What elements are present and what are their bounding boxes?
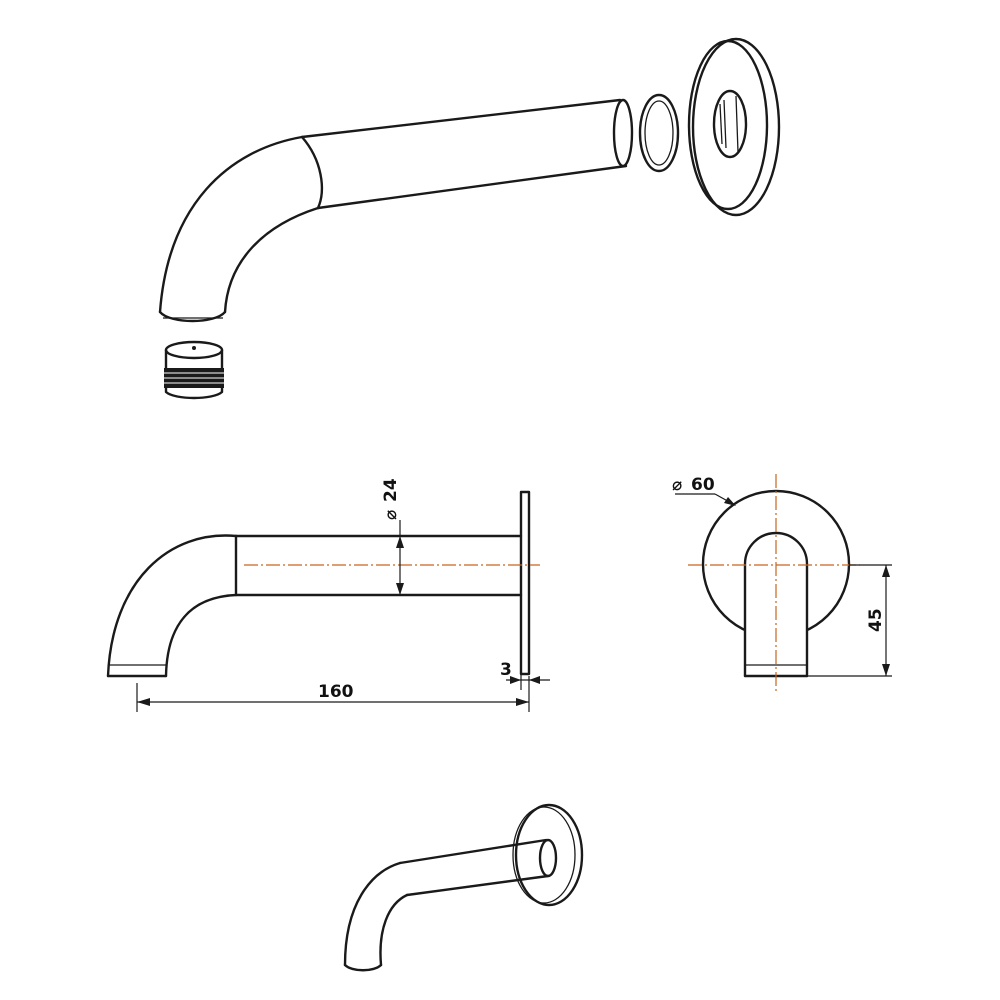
front-view: 45 ⌀ 60 xyxy=(672,474,892,692)
pipe-diameter-symbol: ⌀ xyxy=(381,510,401,520)
flange-thickness-label: 3 xyxy=(500,660,512,680)
flange-plate xyxy=(519,490,531,676)
perspective-flange xyxy=(512,803,584,907)
perspective-view xyxy=(343,803,584,972)
outlet-height-label: 45 xyxy=(866,608,886,632)
aerator xyxy=(164,340,224,400)
spout-body xyxy=(158,98,634,323)
spout-length-label: 160 xyxy=(318,682,354,702)
perspective-spout xyxy=(343,838,558,972)
wall-flange xyxy=(687,37,781,217)
pipe-diameter-label: 24 xyxy=(381,478,401,502)
o-ring xyxy=(638,93,680,173)
side-view: ⌀ 24 160 3 xyxy=(106,478,550,712)
exploded-view xyxy=(158,37,781,400)
flange-diameter-label: 60 xyxy=(691,475,715,495)
flange-diameter-symbol: ⌀ xyxy=(672,475,682,495)
